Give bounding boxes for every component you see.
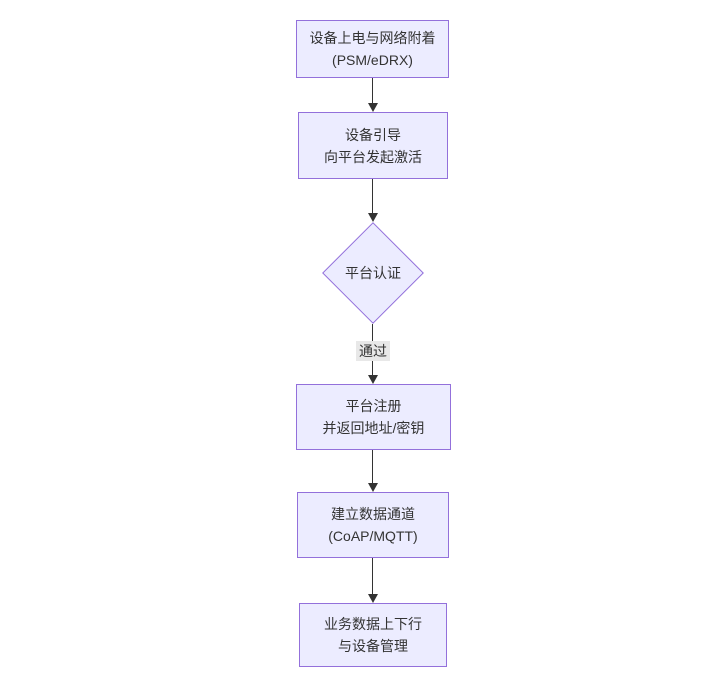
node-data-channel: 建立数据通道 (CoAP/MQTT) (297, 492, 449, 558)
arrow-head-a-b (368, 103, 378, 112)
arrow-line-e-f (372, 558, 373, 595)
node-device-power-on: 设备上电与网络附着 (PSM/eDRX) (296, 20, 449, 78)
node-business-data: 业务数据上下行 与设备管理 (299, 603, 447, 667)
node-text-line: (PSM/eDRX) (332, 52, 413, 68)
node-text-line: 设备引导 (345, 126, 401, 143)
arrow-head-b-c (368, 213, 378, 222)
node-text-line: 业务数据上下行 (324, 616, 422, 632)
arrow-head-d-e (368, 483, 378, 492)
arrow-line-d-e (372, 450, 373, 484)
node-text-line: 与设备管理 (338, 638, 408, 654)
edge-label-pass: 通过 (356, 341, 390, 361)
node-text-line: 设备上电与网络附着 (309, 30, 436, 46)
node-text-line: (CoAP/MQTT) (328, 528, 418, 544)
decision-platform-auth-label: 平台认证 (345, 265, 401, 281)
arrow-head-e-f (368, 594, 378, 603)
node-text-line: 向平台发起激活 (324, 148, 422, 165)
node-text-line: 建立数据通道 (331, 506, 415, 522)
edge-label-wrap: 通过 (333, 341, 413, 361)
node-platform-register: 平台注册 并返回地址/密钥 (296, 384, 451, 450)
node-text-line: 平台注册 (345, 398, 402, 414)
arrow-line-b-c (372, 179, 373, 215)
arrow-head-c-d (368, 375, 378, 384)
arrow-line-a-b (372, 78, 373, 105)
node-device-bootstrap: 设备引导 向平台发起激活 (298, 112, 448, 179)
node-text-line: 并返回地址/密钥 (322, 420, 425, 436)
